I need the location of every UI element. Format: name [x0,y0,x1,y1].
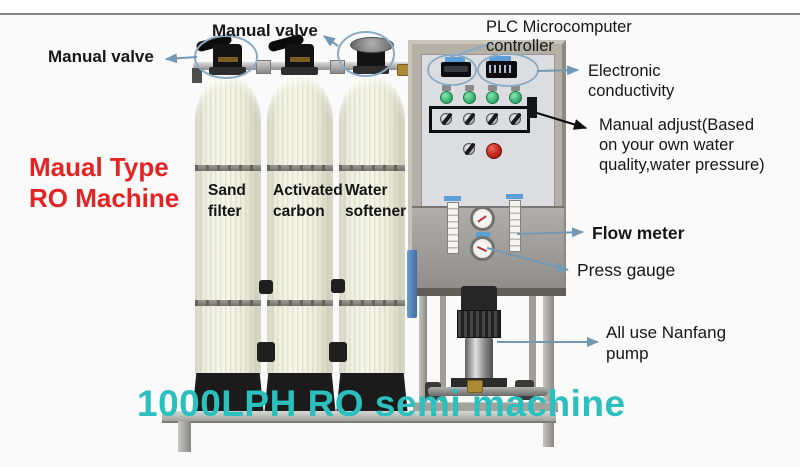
green-indicator-button [509,91,522,104]
pressure-gauge-2 [470,236,495,261]
button-mount [511,85,520,91]
pump-cylinder [465,338,493,380]
bottom-pipe [428,387,548,396]
label-water-softener: Water softener [345,182,407,220]
valve-3-disc [350,37,394,53]
label-press-gauge: Press gauge [577,260,676,280]
label-plc-controller: PLC Microcomputer controller [486,18,632,55]
green-indicator-button [440,91,453,104]
emergency-stop-button [486,143,502,159]
tank-connector [331,279,345,293]
top-divider-line [0,13,800,15]
label-sand-filter: Sand filter [208,182,246,220]
frame-leg [419,296,427,417]
adjust-switch [440,112,453,126]
flow-meter-label [506,194,523,199]
valve-collar [209,67,246,75]
valve-band [218,57,238,62]
green-indicator-button [486,91,499,104]
frame-leg [529,296,536,408]
panel-side-bar [527,97,537,118]
tank-connector [329,342,347,362]
callout-arrow-manual-valve-left [165,53,198,64]
tank-base [336,373,408,416]
flow-meter-label [444,196,461,201]
label-manual-adjust: Manual adjust(Based on your own water qu… [599,116,765,174]
pipe-elbow [192,68,202,83]
tank-clamp-ring [339,165,405,171]
conductivity-display [486,61,517,78]
frame-leg [440,296,446,417]
tank-clamp-ring [195,165,261,171]
callout-arrow-manual-valve-top [323,35,339,47]
gauge-needle [477,245,487,253]
pump-fins [457,310,501,338]
label-manual-valve-left: Manual valve [48,47,154,66]
valve-collar [281,67,318,75]
label-electronic-conductivity: Electronic conductivity [588,62,675,100]
brass-valve [467,380,483,393]
flow-meter-tube [509,200,521,252]
label-flow-meter: Flow meter [592,223,685,243]
display-digits [489,65,514,73]
manual-valve-2 [285,44,314,69]
pipe-coupling [256,60,271,74]
flow-meter-tube [447,202,459,254]
label-nanfang-pump: All use Nanfang pump [606,323,727,363]
label-manual-valve-top: Manual valve [212,21,318,40]
skid-foot [178,421,191,452]
frame-leg [543,296,554,447]
tank-clamp-ring [267,300,333,306]
tank-activated-carbon [264,76,336,416]
tank-sand-filter [192,76,264,416]
adjust-switch [463,112,476,126]
gauge-needle [477,215,487,223]
tank-water-softener [336,76,408,416]
tank-clamp-ring [267,165,333,171]
button-mount [488,85,497,91]
display-slot [444,66,468,72]
adjust-switch [463,142,476,156]
top-white-strip [0,0,800,13]
blue-pipe [407,250,417,318]
tank-connector [257,342,275,362]
skid-rail [162,411,556,423]
valve-band [290,57,310,62]
pump-motor [461,286,497,310]
tank-base [192,373,264,416]
tank-clamp-ring [339,300,405,306]
button-mount [465,85,474,91]
button-mount [442,85,451,91]
tank-connector [259,280,273,294]
tank-base [264,373,336,416]
label-machine-type: Maual Type RO Machine [29,152,180,213]
manual-adjust-highlight-box [429,106,530,133]
label-banner: 1000LPH RO semi machine [137,383,626,424]
adjust-switch [486,112,499,126]
adjust-switch [509,112,522,126]
green-indicator-button [463,91,476,104]
pipe-coupling [330,60,345,74]
tank-clamp-ring [195,300,261,306]
valve-collar [353,66,389,74]
gauge-label [476,232,490,237]
pressure-gauge-1 [470,206,495,231]
label-activated-carbon: Activated carbon [273,182,343,220]
plc-display-1 [441,62,471,77]
